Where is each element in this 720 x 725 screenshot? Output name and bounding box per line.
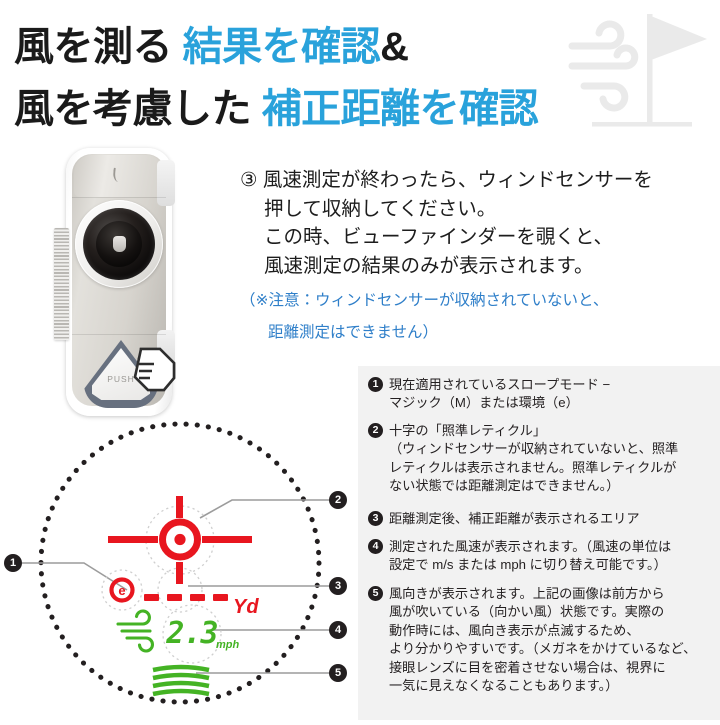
distance-dashes [144, 594, 228, 601]
legend-2-line-2: （ウィンドセンサーが収納されていないと、照準 [389, 441, 679, 457]
legend-5-line-2: 風が吹いている（向かい風）状態です。実際の [389, 604, 665, 620]
legend-1-line-2: マジック（M）または環境（e） [389, 395, 579, 411]
legend-bullet-1: 1 [368, 377, 383, 392]
slope-mode-letter: e [118, 583, 125, 598]
instruction-line-2: 押して収納してください。 [264, 197, 497, 220]
callout-leader-lines [22, 499, 330, 674]
wind-speed-value: 2.3 [165, 616, 217, 651]
legend-bullet-5: 5 [368, 586, 383, 601]
device-top-cap [74, 155, 164, 197]
legend-4-line-1: 測定された風速が表示されます。（風速の単位は [389, 539, 672, 554]
device-seam-upper [72, 197, 166, 198]
instruction-block: ③ 風速測定が終わったら、ウィンドセンサーを 押して収納してください。 この時、… [240, 166, 710, 344]
legend-item-3: 3 距離測定後、補正距離が表示されるエリア [368, 510, 716, 528]
legend-5-line-5: 接眼レンズに目を密着させない場合は、視界に [389, 659, 666, 675]
instruction-line-1: ③ 風速測定が終わったら、ウィンドセンサーを [240, 169, 653, 191]
callout-4: 4 [329, 621, 347, 639]
instruction-line-3: この時、ビューファインダーを覗くと、 [264, 226, 614, 248]
headline-1-black: 風を測る [14, 25, 183, 69]
hand-pointer-icon [133, 347, 176, 392]
headline-line-1: 風を測る 結果を確認& [14, 14, 409, 72]
objective-lens-reflection [113, 236, 126, 252]
callout-1: 1 [4, 554, 22, 572]
legend-2-line-3: レティクルは表示されません。照準レティクルが [389, 459, 677, 475]
distance-unit-label: Yd [233, 596, 259, 618]
legend-item-1: 1 現在適用されているスロープモード − マジック（M）または環境（e） [368, 376, 716, 413]
viewfinder-diagram: e Yd 2.3 mph [0, 414, 360, 720]
wind-gust-icon [116, 609, 155, 653]
caution-note-line-2: 距離測定はできません） [268, 324, 439, 341]
legend-bullet-4: 4 [368, 539, 383, 554]
device-seam-lower [72, 334, 166, 335]
legend-1-line-1: 現在適用されているスロープモード − [389, 377, 611, 392]
caution-note-line-1: （※注意：ウィンドセンサーが収納されていないと、 [240, 292, 609, 309]
device-hinge-upper [157, 160, 175, 206]
legend-5-line-4: より分かりやすいです。（メガネをかけているなど、 [389, 641, 697, 657]
legend-panel: 1 現在適用されているスロープモード − マジック（M）または環境（e） 2 十… [358, 366, 720, 720]
legend-item-5: 5 風向きが表示されます。上記の画像は前方から 風が吹いている（向かい風）状態で… [368, 585, 716, 695]
callout-2: 2 [329, 491, 347, 509]
headline-1-ampersand: & [380, 25, 409, 69]
legend-2-line-1: 十字の「照準レティクル」 [389, 423, 547, 438]
page-header: 風を測る 結果を確認& 風を考慮した 補正距離を確認 [0, 0, 720, 140]
legend-bullet-3: 3 [368, 511, 383, 526]
viewfinder-svg: e Yd 2.3 mph [22, 421, 330, 705]
rangefinder-device-image: PUSH [52, 148, 182, 426]
callout-5: 5 [329, 664, 347, 682]
slope-mode-badge: e [109, 577, 135, 603]
legend-item-2: 2 十字の「照準レティクル」 （ウィンドセンサーが収納されていないと、照準 レテ… [368, 422, 716, 496]
headwind-lines-icon [152, 664, 210, 697]
legend-5-line-6: 一気に見えなくなることもあります。） [389, 678, 619, 694]
push-button-label: PUSH [107, 374, 135, 384]
instruction-line-4: 風速測定の結果のみが表示されます。 [264, 254, 594, 277]
legend-item-4: 4 測定された風速が表示されます。（風速の単位は 設定で m/s または mph… [368, 538, 716, 575]
legend-4-line-2: 設定で m/s または mph に切り替え可能です。） [389, 557, 667, 573]
legend-3-line-1: 距離測定後、補正距離が表示されるエリア [389, 511, 640, 526]
legend-5-line-3: 動作時には、風向き表示が点滅するため、 [389, 622, 640, 638]
legend-5-line-1: 風向きが表示されます。上記の画像は前方から [389, 586, 665, 601]
wind-speed-unit: mph [216, 639, 240, 651]
headline-1-blue: 結果を確認 [182, 25, 381, 69]
crosshair-reticle-icon [108, 496, 252, 584]
headline-line-2: 風を考慮した 補正距離を確認 [14, 76, 539, 134]
callout-3: 3 [329, 577, 347, 595]
legend-2-line-4: ない状態では距離測定はできません。） [389, 478, 620, 494]
headline-2-black: 風を考慮した [14, 87, 262, 131]
headline-2-blue: 補正距離を確認 [261, 87, 539, 131]
wind-flag-icon [568, 14, 707, 127]
legend-bullet-2: 2 [368, 423, 383, 438]
ribbed-grip-icon [54, 228, 69, 340]
